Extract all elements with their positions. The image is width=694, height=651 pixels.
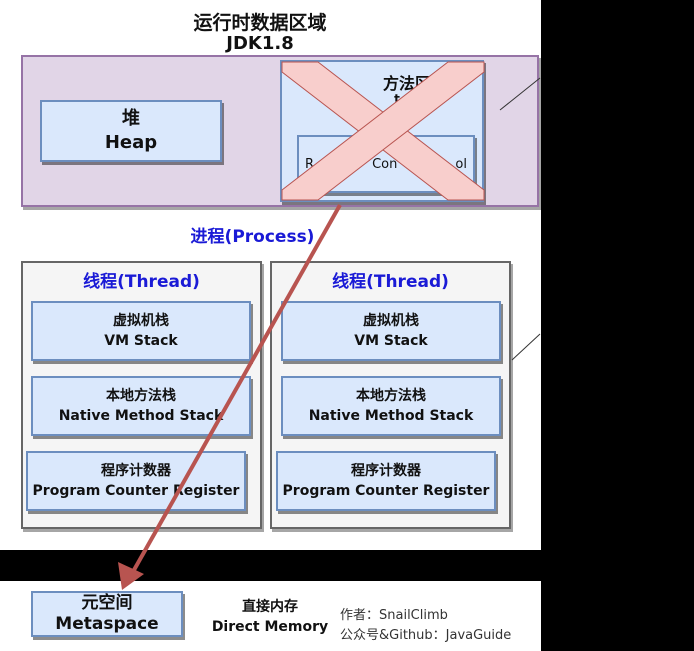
native-stack-cn: 本地方法栈 [356, 388, 426, 404]
connector-line-top [499, 77, 541, 111]
account-credit: 公众号&Github：JavaGuide [340, 628, 512, 643]
heap-cn-label: 堆 [122, 108, 140, 129]
thread-1-title: 线程(Thread) [83, 272, 200, 292]
runtime-area-title: 运行时数据区域 [193, 12, 327, 34]
native-stack-en: Native Method Stack [308, 408, 474, 424]
jdk-version-label: JDK1.8 [226, 33, 294, 54]
heap-box: 堆 Heap [40, 100, 222, 162]
vm-stack-cn: 虚拟机栈 [113, 313, 169, 329]
author-credit: 作者：SnailClimb [340, 608, 448, 623]
metaspace-en: Metaspace [55, 614, 159, 634]
vm-stack-en: VM Stack [354, 333, 428, 349]
direct-memory-label: 直接内存 Direct Memory [205, 597, 335, 637]
connector-line-bottom [511, 333, 541, 361]
arrow-head [118, 562, 144, 590]
metaspace-cn: 元空间 [81, 593, 133, 613]
method-area-title-fragment: t [394, 92, 400, 106]
thread-1-vm-stack: 虚拟机栈 VM Stack [31, 301, 251, 361]
direct-memory-en: Direct Memory [211, 619, 329, 635]
pc-register-en: Program Counter Register [32, 483, 240, 499]
pc-register-cn: 程序计数器 [351, 463, 421, 479]
vm-stack-cn: 虚拟机栈 [363, 313, 419, 329]
thread-2-vm-stack: 虚拟机栈 VM Stack [281, 301, 501, 361]
vm-stack-en: VM Stack [104, 333, 178, 349]
constant-pool-left-text: R [305, 156, 315, 172]
constant-pool-middle-text: Con [372, 156, 398, 172]
metaspace-box: 元空间 Metaspace [31, 591, 183, 637]
arrow-down-left-icon [118, 204, 342, 590]
direct-memory-cn: 直接内存 [242, 599, 298, 615]
thread-1-program-counter: 程序计数器 Program Counter Register [26, 451, 246, 511]
process-label: 进程(Process) [190, 227, 315, 247]
constant-pool-right-text: ol [455, 156, 467, 172]
thread-2-program-counter: 程序计数器 Program Counter Register [276, 451, 496, 511]
arrow-shaft [132, 204, 342, 571]
cross-stroke-b [281, 61, 485, 201]
pc-register-cn: 程序计数器 [101, 463, 171, 479]
thread-2-title: 线程(Thread) [332, 272, 449, 292]
native-stack-en: Native Method Stack [58, 408, 224, 424]
pc-register-en: Program Counter Register [282, 483, 490, 499]
thread-2-native-method-stack: 本地方法栈 Native Method Stack [281, 376, 501, 436]
credits: 作者：SnailClimb 公众号&Github：JavaGuide [340, 606, 511, 646]
native-stack-cn: 本地方法栈 [106, 388, 176, 404]
cross-icon [281, 61, 485, 201]
heap-en-label: Heap [104, 132, 158, 153]
